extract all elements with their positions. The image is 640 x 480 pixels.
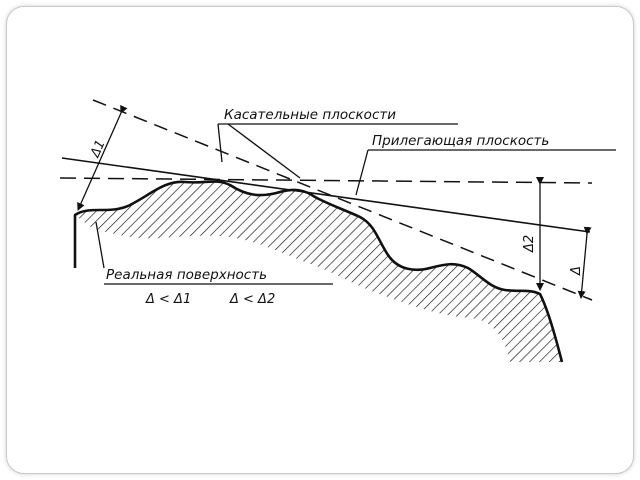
tangent-plane-line-2: [59, 177, 593, 184]
tangent-plane-line-1: [92, 99, 593, 301]
tangent-leader-1: [217, 123, 223, 163]
tangent-leader-2: [227, 123, 301, 179]
delta1-label: Δ1: [88, 138, 109, 161]
tangent-planes-label: Касательные плоскости: [224, 107, 396, 123]
adjacent-leader: [355, 149, 369, 196]
real-surface-label: Реальная поверхность: [106, 267, 267, 283]
delta2-inequality: Δ < Δ2: [229, 292, 275, 307]
delta-label: Δ: [569, 266, 584, 276]
real-surface-profile: [73, 180, 564, 363]
adjacent-plane-label: Прилегающая плоскость: [372, 133, 549, 149]
adjacent-plane-line: [61, 157, 591, 233]
delta2-label: Δ2: [522, 235, 537, 253]
real-surface-leader: [95, 221, 105, 269]
delta1-dimension-arrow: [77, 104, 128, 211]
delta1-inequality: Δ < Δ1: [145, 292, 191, 307]
delta-dimension-arrow: [577, 226, 592, 299]
